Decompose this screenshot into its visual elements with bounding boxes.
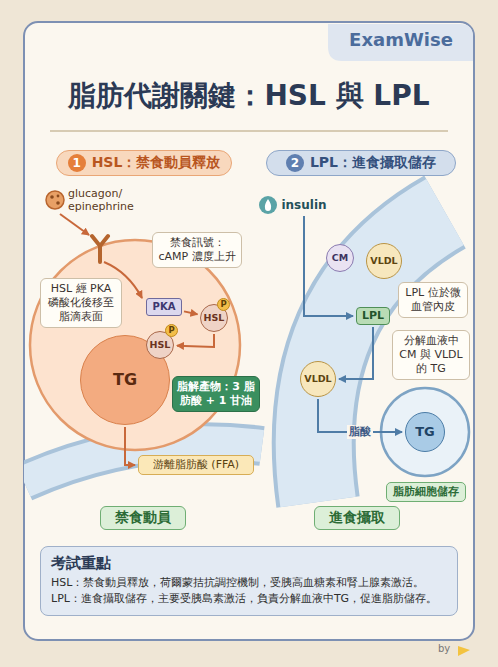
triglyceride-circle: TG bbox=[405, 412, 445, 452]
section-pill: 2 LPL：進食攝取儲存 bbox=[266, 150, 456, 176]
signal-arrow bbox=[60, 214, 89, 235]
callout-box: HSL 經 PKA 磷酸化後移至脂滴表面 bbox=[40, 278, 122, 328]
hormone-label: insulin bbox=[278, 196, 330, 214]
credit-icon bbox=[458, 646, 470, 656]
brand-tab bbox=[328, 24, 473, 61]
node-text: TG bbox=[415, 424, 435, 440]
lipoprotein-circle: VLDL bbox=[300, 361, 336, 397]
connector-arrow bbox=[339, 327, 373, 379]
hormone-dot bbox=[50, 195, 54, 199]
hormone-dot bbox=[56, 201, 60, 205]
exam-point: HSL：禁食動員釋放，荷爾蒙拮抗調控機制，受胰高血糖素和腎上腺素激活。 bbox=[51, 576, 447, 590]
product-box: 脂解產物：3 脂肪酸 + 1 甘油 bbox=[172, 376, 260, 412]
node-text: insulin bbox=[281, 198, 326, 213]
section-number: 1 bbox=[68, 154, 86, 172]
node-text: TG bbox=[113, 370, 137, 390]
card bbox=[24, 22, 474, 640]
lpl-enzyme: LPL bbox=[356, 307, 390, 325]
node-text: PKA bbox=[153, 301, 176, 314]
section-number: 2 bbox=[286, 154, 304, 172]
callout-box: 禁食訊號：cAMP 濃度上升 bbox=[152, 232, 242, 268]
receptor-symbol bbox=[92, 236, 108, 262]
section-heading: HSL：禁食動員釋放 bbox=[92, 154, 221, 172]
node-text: P bbox=[168, 325, 174, 336]
hormone-dot bbox=[57, 195, 60, 198]
insulin-icon bbox=[259, 196, 277, 214]
exam-point: LPL：進食攝取儲存，主要受胰島素激活，負責分解血液中TG，促進脂肪儲存。 bbox=[51, 592, 447, 606]
phosphate-mark: P bbox=[217, 298, 230, 311]
vessels bbox=[24, 212, 445, 502]
phosphate-mark: P bbox=[165, 324, 178, 337]
edge-label: 脂酸 bbox=[347, 425, 373, 439]
node-text: CM bbox=[332, 252, 348, 264]
node-text: 禁食訊號：cAMP 濃度上升 bbox=[157, 236, 237, 264]
enzyme-circle: HSLP bbox=[146, 331, 174, 359]
node-text: P bbox=[220, 299, 226, 310]
connector-arrow bbox=[177, 334, 214, 347]
phase-box: 禁食動員 bbox=[100, 506, 186, 530]
node-text: LPL 位於微血管內皮 bbox=[403, 286, 463, 314]
ffa-box: 游離脂肪酸 (FFA) bbox=[138, 455, 254, 475]
node-text: 進食攝取 bbox=[329, 509, 385, 527]
connector-arrow bbox=[184, 311, 197, 314]
exam-heading: 考試重點 bbox=[51, 554, 447, 572]
connector-arrow bbox=[304, 216, 353, 316]
hormone-icon bbox=[46, 191, 64, 209]
section-pill: 1 HSL：禁食動員釋放 bbox=[56, 150, 232, 176]
phase-box: 進食攝取 bbox=[314, 506, 400, 530]
node-text: HSL 經 PKA 磷酸化後移至脂滴表面 bbox=[45, 282, 117, 323]
diagram-title: 脂肪代謝關鍵：HSL 與 LPL bbox=[24, 78, 474, 113]
node-text: 脂解產物：3 脂肪酸 + 1 甘油 bbox=[177, 380, 255, 408]
node-text: 游離脂肪酸 (FFA) bbox=[153, 458, 239, 472]
node-text: HSL bbox=[204, 312, 225, 324]
brand-label: ExamWise bbox=[330, 29, 472, 51]
node-text: 脂肪細胞儲存 bbox=[393, 485, 459, 499]
callout-box: 分解血液中 CM 與 VLDL 的 TG bbox=[392, 330, 470, 380]
node-text: VLDL bbox=[304, 373, 331, 385]
connector-arrow bbox=[125, 427, 135, 465]
title-rule bbox=[50, 130, 448, 132]
enzyme-box: PKA bbox=[146, 298, 182, 316]
insulin-drop bbox=[265, 199, 271, 211]
enzyme-circle: HSLP bbox=[200, 304, 228, 332]
exam-box: 考試重點 HSL：禁食動員釋放，荷爾蒙拮抗調控機制，受胰高血糖素和腎上腺素激活。 L… bbox=[40, 546, 458, 616]
node-text: LPL bbox=[362, 309, 384, 323]
hormone-name: glucagon/ epinephrine bbox=[68, 187, 148, 213]
lipoprotein-circle: VLDL bbox=[366, 243, 402, 279]
adipocyte-cell bbox=[30, 240, 240, 450]
storage-box: 脂肪細胞儲存 bbox=[386, 482, 466, 502]
node-text: VLDL bbox=[370, 255, 397, 267]
node-text: 禁食動員 bbox=[115, 509, 171, 527]
section-heading: LPL：進食攝取儲存 bbox=[310, 154, 436, 172]
node-text: 分解血液中 CM 與 VLDL 的 TG bbox=[397, 334, 465, 375]
node-text: HSL bbox=[150, 339, 171, 351]
callout-box: LPL 位於微血管內皮 bbox=[398, 282, 468, 318]
credit-label: by bbox=[438, 643, 458, 655]
lipoprotein-circle: CM bbox=[326, 244, 354, 272]
